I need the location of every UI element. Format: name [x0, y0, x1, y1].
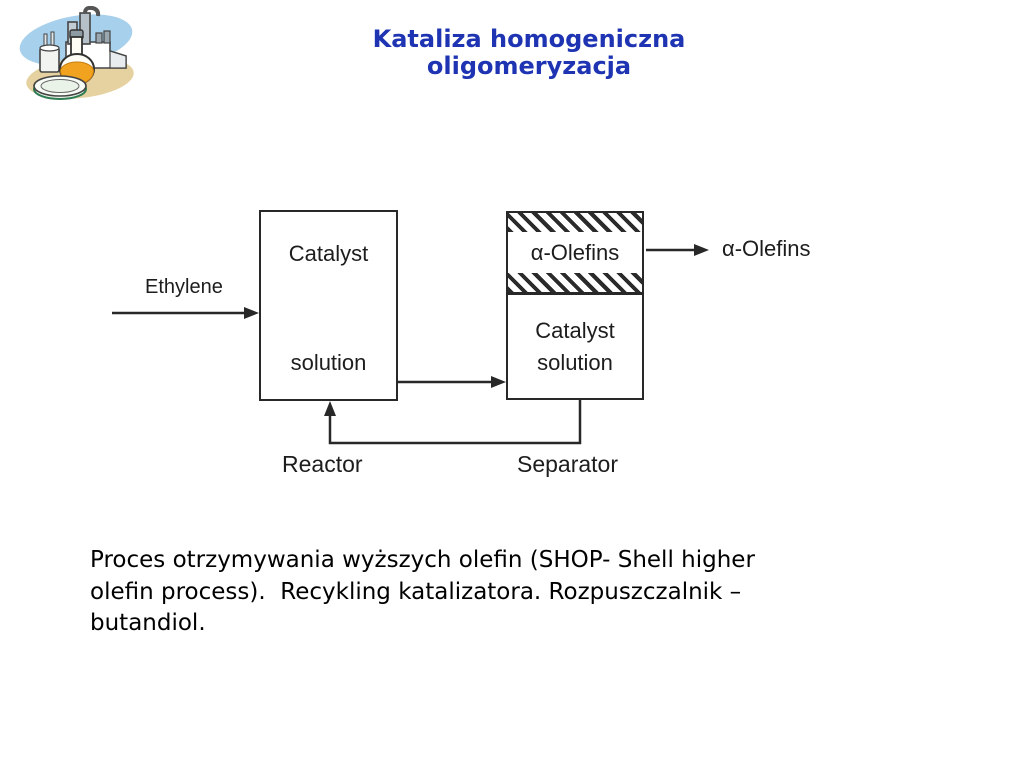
hatch-band-bottom [508, 273, 642, 292]
separator-content-line2: solution [537, 349, 613, 375]
separator-content-line1: Catalyst [535, 317, 615, 343]
recycle-arrowhead [324, 401, 336, 416]
separator-product-section: α-Olefins [508, 213, 642, 295]
beaker-icon [39, 31, 60, 73]
hatch-band-top [508, 213, 642, 232]
reactor-content-line2: solution [290, 350, 367, 375]
slide-title: Kataliza homogeniczna oligomeryzacja [372, 25, 686, 80]
ethylene-label: Ethylene [145, 276, 223, 298]
reactor-content-line1: Catalyst [288, 241, 369, 266]
reactor-box: Catalyst solution [259, 210, 398, 401]
caption-text: Proces otrzymywania wyższych olefin (SHO… [90, 547, 755, 636]
chemistry-lab-clipart [19, 6, 134, 100]
reactor-label: Reactor [282, 451, 363, 477]
separator-box: α-Olefins Catalyst solution [506, 211, 644, 400]
outlet-arrowhead [694, 244, 709, 256]
petri-dish-icon [33, 75, 87, 100]
separator-product-label: α-Olefins [530, 239, 620, 265]
alpha-olefins-output-label: α-Olefins [722, 236, 811, 261]
feed-arrowhead [491, 376, 506, 388]
ethylene-arrowhead [244, 307, 259, 319]
separator-catalyst-section: Catalyst solution [508, 295, 642, 398]
separator-label: Separator [517, 451, 619, 477]
recycle-line [328, 400, 582, 445]
